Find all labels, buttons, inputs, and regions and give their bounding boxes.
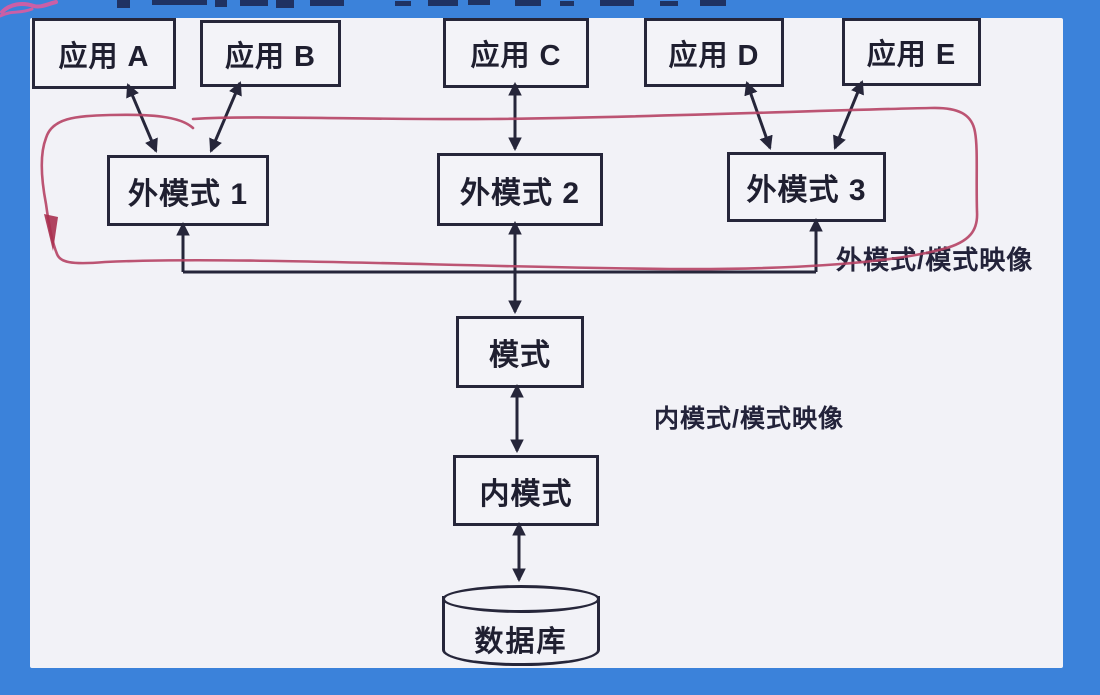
application-c-box: 应用 C — [443, 18, 589, 88]
external-schema-3-box: 外模式 3 — [727, 152, 886, 222]
database-label: 数据库 — [474, 626, 568, 658]
schema-label: 模式 — [489, 339, 551, 372]
external-schema-3-label: 外模式 3 — [746, 174, 867, 207]
application-d-label: 应用 D — [668, 39, 760, 72]
arrow-appE-ext3 — [833, 80, 864, 150]
red-annotation-arrowhead — [44, 214, 58, 251]
schema-box: 模式 — [456, 316, 584, 388]
external-schema-mapping-label: 外模式/模式映像 — [836, 245, 1034, 275]
application-c-label: 应用 C — [470, 40, 562, 72]
arrow-appD-ext3 — [744, 81, 773, 150]
internal-schema-mapping-label: 内模式/模式映像 — [654, 405, 844, 433]
external-schema-2-label: 外模式 2 — [459, 176, 581, 210]
application-e-label: 应用 E — [866, 39, 957, 71]
top-bar — [0, 0, 726, 18]
application-e-box: 应用 E — [842, 18, 981, 86]
application-a-label: 应用 A — [58, 40, 150, 73]
application-a-box: 应用 A — [32, 18, 176, 89]
title-remnant-marks — [117, 0, 726, 8]
application-d-box: 应用 D — [644, 18, 784, 87]
slide-canvas: 应用 A 应用 B 应用 C 应用 D 应用 E 外模式 1 外模式 2 外模式… — [30, 18, 1063, 668]
arrow-appA-ext1 — [126, 83, 158, 153]
database-cylinder-top-ellipse — [442, 585, 600, 613]
application-b-box: 应用 B — [200, 20, 341, 87]
internal-schema-label: 内模式 — [479, 477, 573, 511]
external-schema-2-box: 外模式 2 — [437, 153, 603, 226]
pink-scribble — [0, 0, 58, 18]
external-schema-1-label: 外模式 1 — [127, 177, 249, 211]
application-b-label: 应用 B — [224, 40, 316, 73]
internal-schema-box: 内模式 — [453, 455, 599, 526]
arrow-appB-ext1 — [209, 81, 242, 153]
external-schema-1-box: 外模式 1 — [107, 155, 269, 226]
